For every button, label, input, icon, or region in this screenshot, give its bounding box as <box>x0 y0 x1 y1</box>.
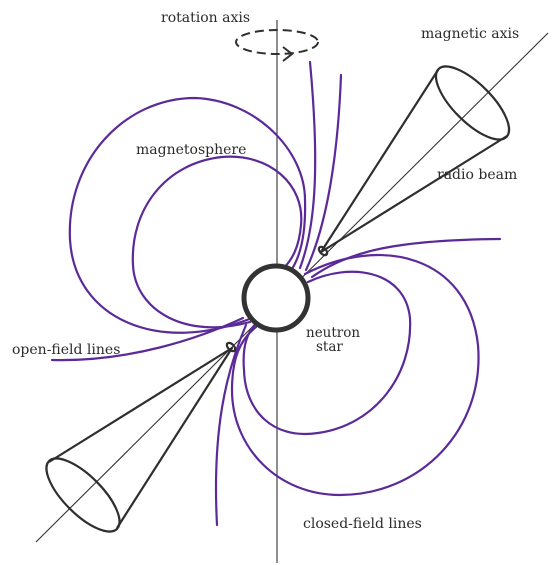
radio-beam-label: radio beam <box>437 168 517 183</box>
neutron-star <box>244 266 308 330</box>
closed-field-lines-label: closed-field lines <box>303 517 422 532</box>
field-line-open-up-2 <box>306 75 341 270</box>
rotation-axis-label: rotation axis <box>161 11 250 26</box>
open-field-lines-label: open-field lines <box>12 343 120 358</box>
radio-beam-upper-opening <box>425 56 520 151</box>
magnetosphere-label: magnetosphere <box>136 143 246 158</box>
radio-beam-upper-cone <box>321 70 507 252</box>
neutron-star-label-line2: star <box>316 340 343 354</box>
magnetic-axis-label: magnetic axis <box>421 27 519 42</box>
